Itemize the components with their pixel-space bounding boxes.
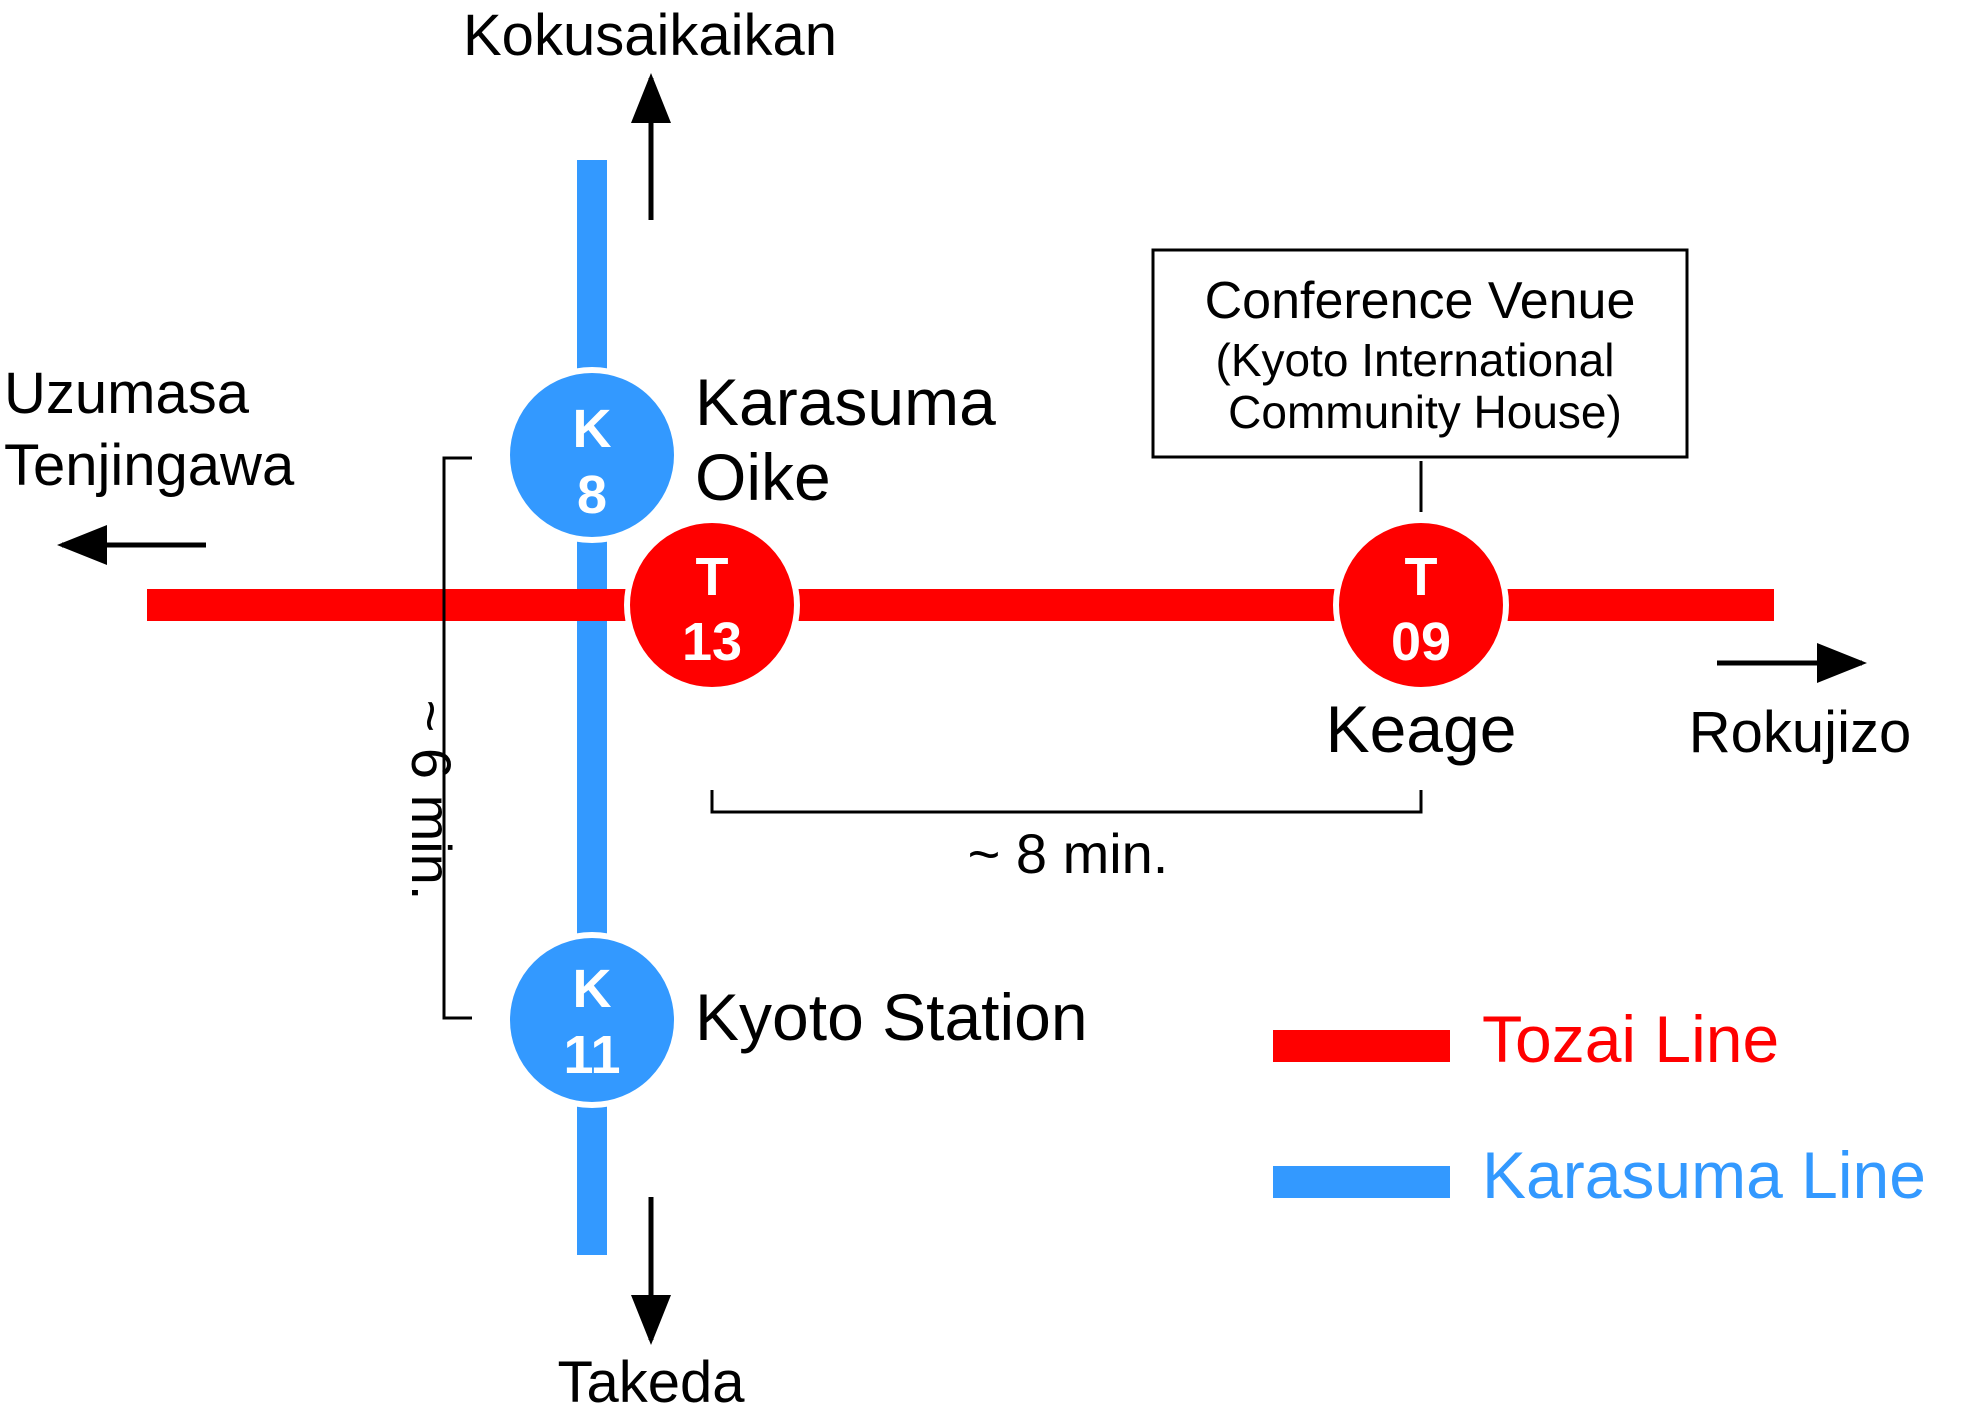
station-code-number: 11 [563, 1025, 620, 1085]
station-code-number: 8 [577, 465, 607, 525]
station-t13[interactable]: T 13 [624, 517, 800, 693]
venue-title: Conference Venue [1205, 272, 1636, 330]
travel-time-bracket-tozai: ~ 8 min. [710, 790, 1423, 885]
tozai-line [147, 589, 1774, 621]
station-code-letter: T [696, 547, 729, 607]
travel-time-bracket-karasuma: ~ 6 min. [400, 456, 472, 1020]
venue-subtitle-line1: (Kyoto International [1216, 334, 1615, 386]
station-name-karasuma: Karasuma [695, 365, 996, 439]
station-code-number: 09 [1391, 612, 1451, 672]
legend: Tozai Line Karasuma Line [1273, 1002, 1926, 1212]
legend-label-tozai: Tozai Line [1482, 1002, 1779, 1076]
station-name-oike: Oike [695, 440, 831, 514]
destination-west-line1: Uzumasa [4, 361, 250, 426]
venue-subtitle-line2: Community House) [1228, 386, 1622, 438]
travel-time-karasuma: ~ 6 min. [400, 700, 463, 901]
legend-label-karasuma: Karasuma Line [1482, 1138, 1926, 1212]
station-name-kyoto: Kyoto Station [695, 980, 1088, 1054]
destination-north: Kokusaikaikan [463, 3, 837, 68]
station-code-letter: K [573, 959, 612, 1019]
station-code-letter: T [1405, 547, 1438, 607]
venue-callout: Conference Venue (Kyoto International Co… [1151, 248, 1689, 512]
station-code-letter: K [573, 399, 612, 459]
travel-time-tozai: ~ 8 min. [968, 822, 1169, 885]
station-kyoto[interactable]: K 11 [504, 932, 680, 1108]
legend-swatch-karasuma [1273, 1166, 1450, 1198]
station-karasuma-oike[interactable]: K 8 [504, 367, 680, 543]
station-code-number: 13 [682, 612, 742, 672]
destination-west-line2: Tenjingawa [4, 433, 295, 498]
station-name-keage: Keage [1326, 692, 1517, 766]
station-keage[interactable]: T 09 [1333, 517, 1509, 693]
destination-south: Takeda [557, 1350, 745, 1415]
legend-swatch-tozai [1273, 1030, 1450, 1062]
destination-east: Rokujizo [1689, 700, 1911, 765]
